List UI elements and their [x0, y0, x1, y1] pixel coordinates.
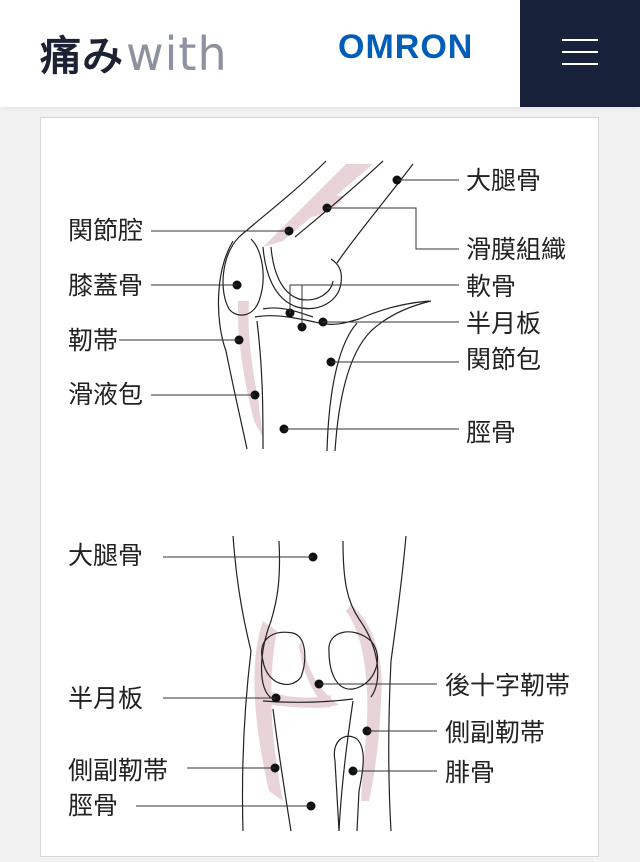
- hamburger-menu-icon: [562, 39, 598, 41]
- label-collateral-ligament-right: 側副靭帯: [445, 718, 545, 747]
- site-header: 痛み with OMRON: [0, 0, 640, 107]
- knee-front-view: [232, 535, 407, 832]
- label-meniscus: 半月板: [466, 309, 541, 338]
- front-view-markers: [270, 552, 372, 811]
- hamburger-menu-icon-bar: [562, 51, 598, 53]
- label-posterior-cruciate-ligament: 後十字靭帯: [445, 671, 570, 700]
- label-bursa: 滑液包: [68, 380, 143, 409]
- knee-diagram-card: 関節腔 膝蓋骨 靭帯 滑液包 大腿骨 滑膜組織 軟骨 半月板 関節包 脛骨: [40, 117, 599, 857]
- label-patella: 膝蓋骨: [68, 271, 143, 300]
- label-joint-cavity: 関節腔: [68, 216, 143, 245]
- logo-japanese-text: 痛み: [40, 32, 124, 80]
- hamburger-menu-button[interactable]: [520, 0, 640, 107]
- side-view-leader-lines: [119, 179, 459, 430]
- label-collateral-ligament-left: 側副靭帯: [68, 756, 168, 785]
- label-tibia: 脛骨: [466, 418, 516, 447]
- label-cartilage: 軟骨: [466, 272, 516, 301]
- label-femur-front: 大腿骨: [68, 541, 143, 570]
- hamburger-menu-icon-bar: [562, 63, 598, 65]
- label-meniscus-front: 半月板: [68, 684, 143, 713]
- logo-english-text: with: [126, 27, 228, 81]
- label-synovial-tissue: 滑膜組織: [466, 235, 566, 264]
- knee-anatomy-illustration: 関節腔 膝蓋骨 靭帯 滑液包 大腿骨 滑膜組織 軟骨 半月板 関節包 脛骨: [68, 160, 570, 832]
- label-joint-capsule: 関節包: [466, 345, 541, 374]
- label-fibula: 腓骨: [445, 758, 495, 787]
- label-ligament: 靭帯: [68, 326, 118, 355]
- site-logo[interactable]: 痛み with: [40, 22, 228, 81]
- label-tibia-front: 脛骨: [68, 791, 118, 820]
- front-view-leader-lines: [136, 556, 437, 807]
- omron-brand-logo[interactable]: OMRON: [338, 28, 474, 66]
- label-femur: 大腿骨: [466, 166, 541, 195]
